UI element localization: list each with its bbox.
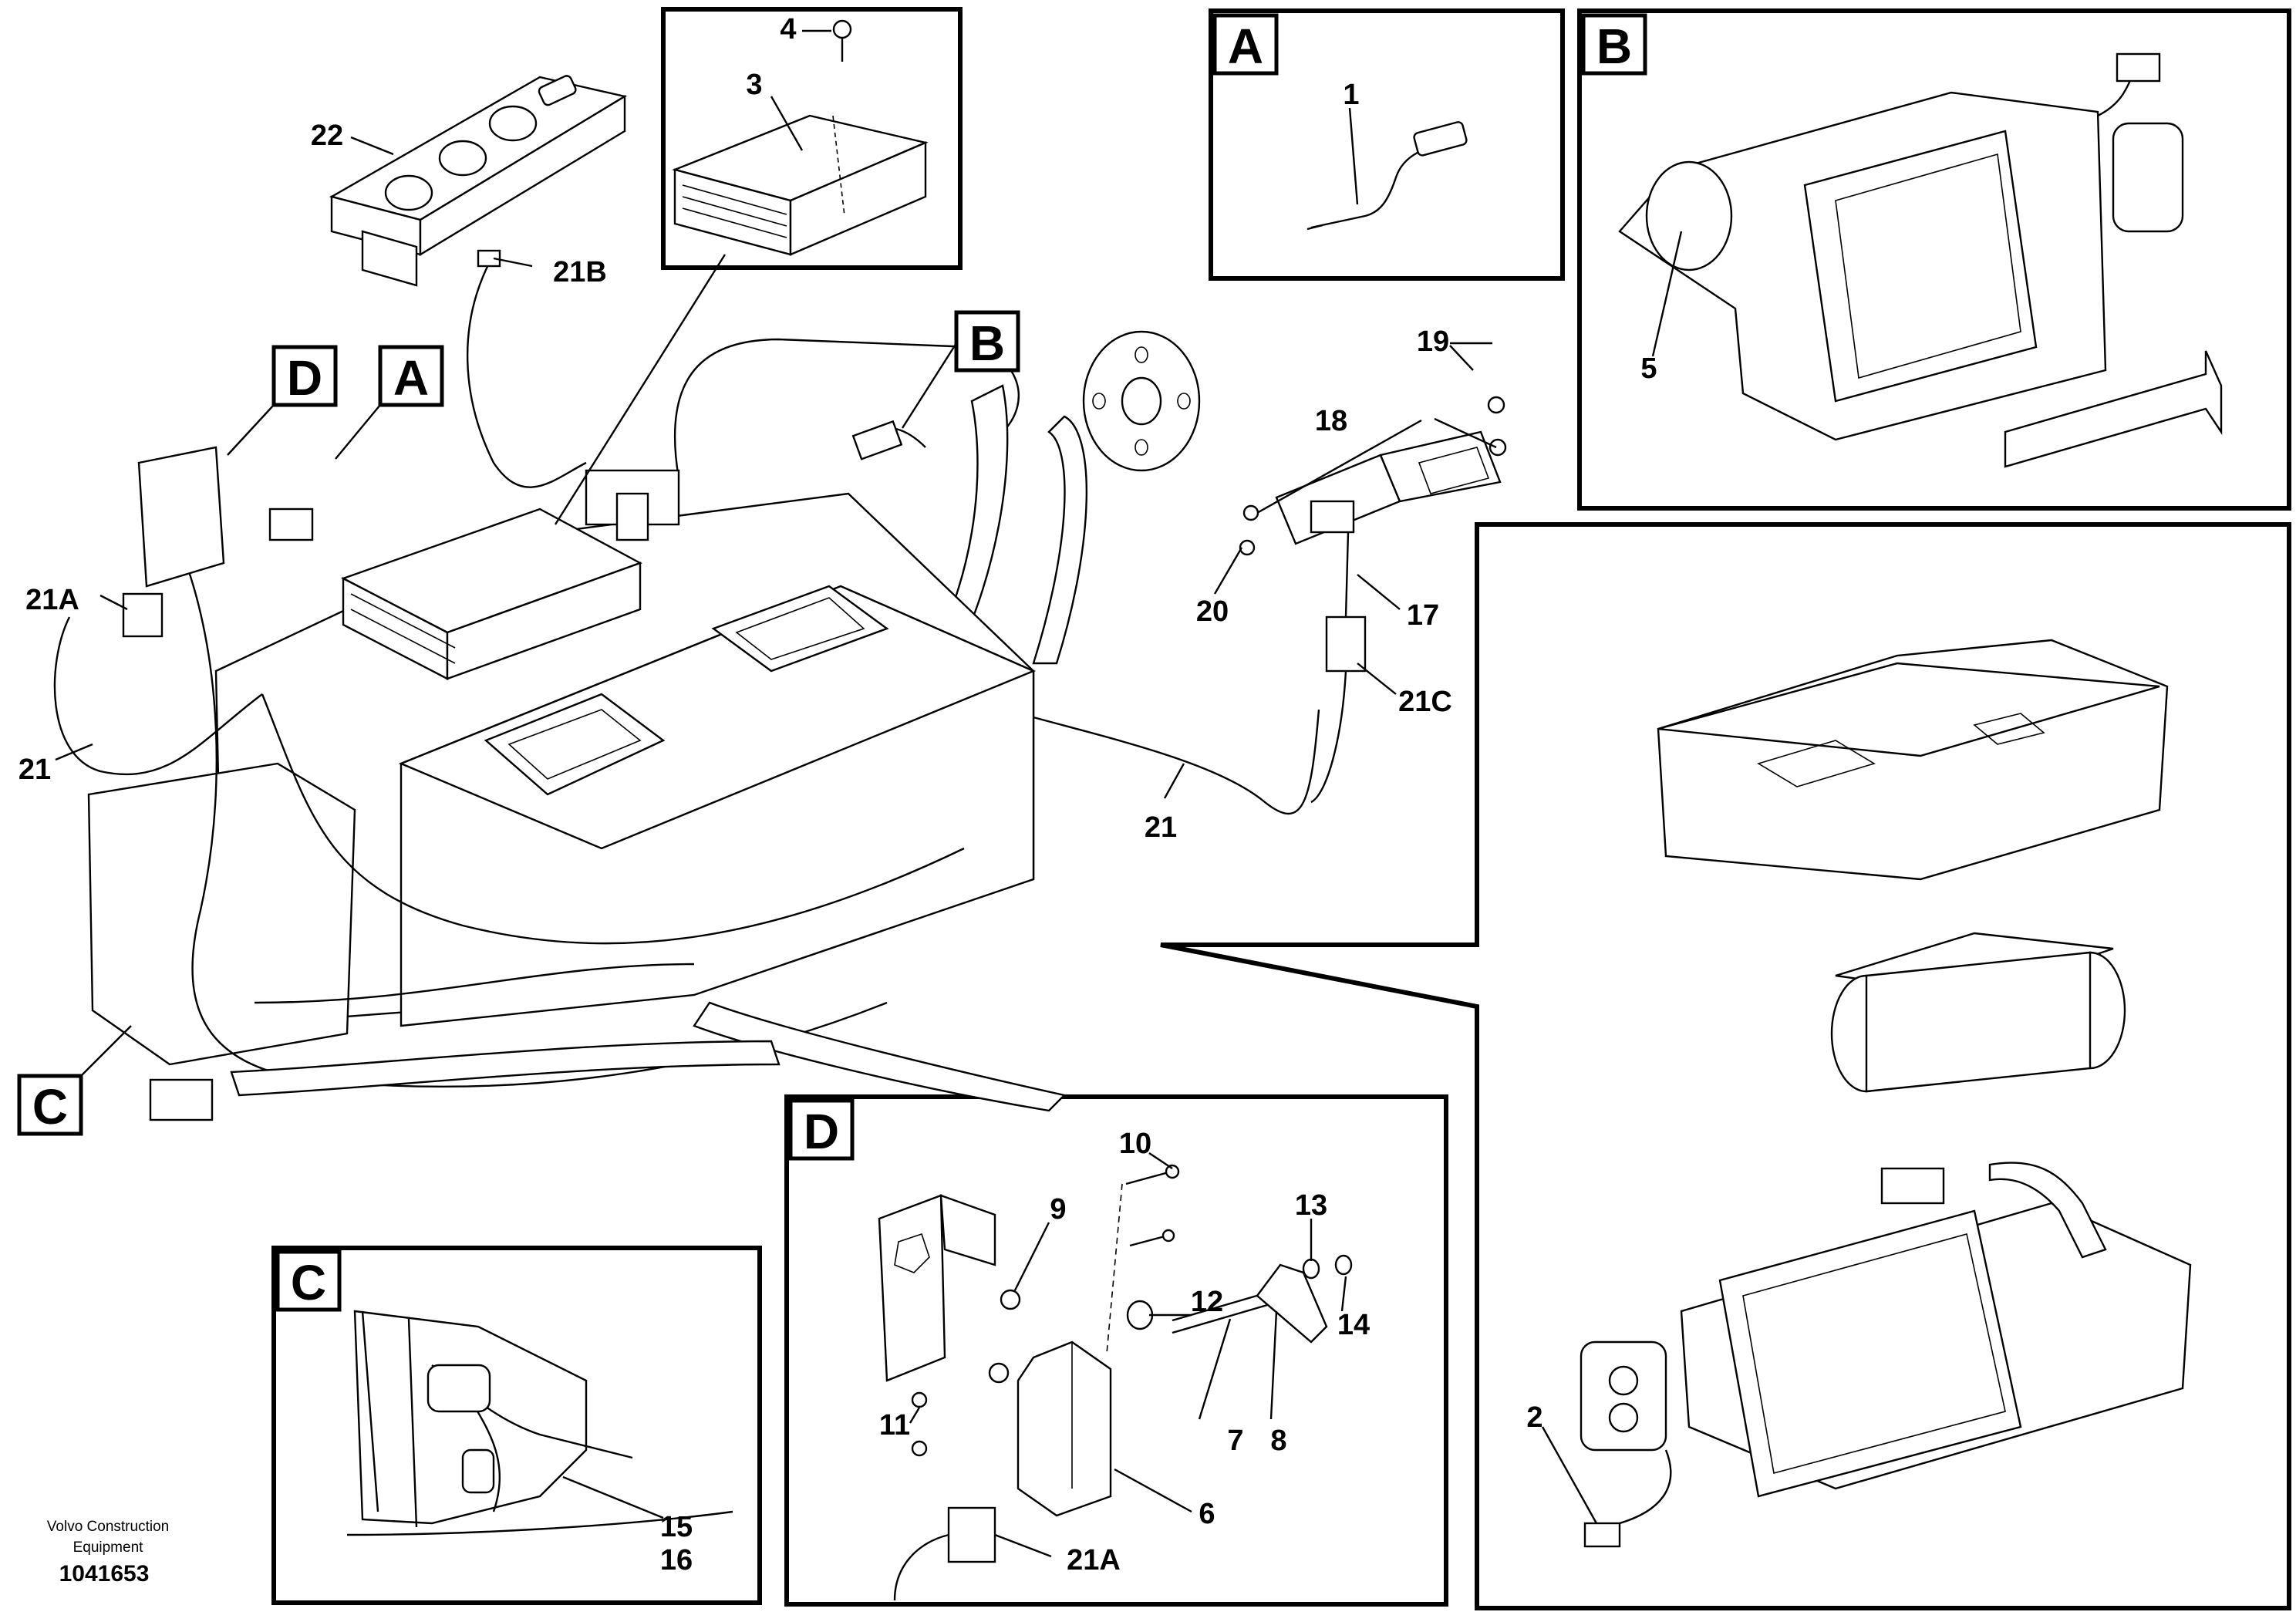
callout-9: 9: [1050, 1193, 1066, 1226]
duct-opening-right: [711, 585, 889, 673]
expansion-valve-main: [585, 469, 680, 541]
detail-frames: [271, 7, 2291, 1610]
blower-motor-assembly: [1830, 932, 2126, 1093]
main-hvac-assembly: [53, 254, 1320, 1121]
wiring-harness-main: [53, 616, 263, 776]
drawing-number: 1041653: [59, 1561, 150, 1587]
callout-8: 8: [1270, 1425, 1286, 1457]
callout-13: 13: [1295, 1189, 1327, 1222]
detail-tags: A B C D D A B C: [17, 13, 1647, 1312]
callout-6: 6: [1199, 1498, 1215, 1530]
detail-panel-17-20: [1239, 396, 1507, 804]
callout-7: 7: [1227, 1425, 1243, 1457]
tag-a-main: A: [335, 345, 444, 460]
relay-bracket-main: [122, 446, 225, 638]
svg-text:D: D: [804, 1104, 839, 1159]
heater-control-panel: [329, 75, 628, 287]
callout-2: 2: [1526, 1401, 1542, 1434]
connector-c-main: [149, 1078, 214, 1121]
screw-4: [832, 19, 852, 62]
svg-text:B: B: [969, 315, 1005, 371]
figure-caption: Volvo Construction Equipment 1041653: [47, 1519, 169, 1587]
callout-11: 11: [879, 1409, 910, 1442]
callout-labels: 1 2 3 4 5 6 7 8 9 10 11 12 13 14 15 16 1…: [19, 13, 1657, 1576]
heater-core-assembly: [1580, 1162, 2192, 1548]
callout-21a-detail: 21A: [1067, 1544, 1121, 1576]
callout-20: 20: [1196, 595, 1229, 628]
callout-21-left: 21: [19, 754, 51, 786]
leader-lines: [55, 29, 1683, 1558]
svg-text:D: D: [287, 350, 322, 406]
svg-text:C: C: [32, 1079, 68, 1135]
callout-4: 4: [780, 13, 796, 46]
callout-12: 12: [1191, 1286, 1223, 1318]
tag-d-detail: D: [788, 1098, 855, 1161]
callout-3: 3: [746, 69, 762, 101]
detail-c-frame: [271, 1246, 762, 1605]
detail-d-frame: [784, 1094, 1448, 1607]
callout-19: 19: [1417, 325, 1449, 358]
callout-5: 5: [1640, 352, 1657, 385]
callout-16: 16: [660, 1544, 693, 1576]
control-unit-main: [340, 508, 642, 680]
detail-d-content: [878, 1164, 1353, 1601]
callout-10: 10: [1119, 1128, 1151, 1160]
tag-d-main: D: [227, 345, 338, 456]
callout-15: 15: [660, 1511, 693, 1543]
detail-b-unit: [1618, 52, 2223, 468]
callout-21-center: 21: [1145, 811, 1177, 844]
brand-line-1: Volvo Construction: [47, 1519, 169, 1535]
tag-b-detail: B: [1581, 13, 1647, 76]
callout-21b: 21B: [553, 256, 607, 288]
connector-a-main: [268, 508, 314, 541]
vent-flange: [1082, 330, 1201, 472]
callout-21c: 21C: [1398, 686, 1452, 718]
svg-text:C: C: [291, 1255, 326, 1310]
brand-line-2: Equipment: [73, 1539, 144, 1556]
callout-22: 22: [311, 120, 343, 152]
detail-c-content: [346, 1310, 733, 1536]
detail-a-sensor: [1306, 121, 1468, 231]
callout-1: 1: [1343, 79, 1359, 111]
air-hose-loop: [673, 338, 1020, 479]
exploded-unit-frame: [1160, 522, 2291, 1610]
detail-b-frame: [1577, 8, 2291, 511]
callout-14: 14: [1337, 1309, 1370, 1341]
duct-opening-left: [484, 693, 666, 796]
svg-text:A: A: [1228, 19, 1263, 74]
connector-b-main: [851, 420, 903, 460]
tag-c-detail: C: [275, 1249, 342, 1312]
detail-a-frame: [1209, 8, 1565, 281]
svg-text:B: B: [1596, 19, 1632, 74]
svg-text:A: A: [393, 350, 429, 406]
callout-17: 17: [1407, 599, 1439, 632]
inset-control-unit: [672, 19, 929, 256]
callout-18: 18: [1315, 405, 1347, 437]
inset-control-unit-frame: [661, 7, 963, 270]
callout-21a-main: 21A: [25, 584, 79, 616]
exploded-hvac-parts: [1580, 639, 2192, 1548]
airflow-arrow: [2004, 350, 2223, 468]
blower-housing-left: [87, 762, 356, 1066]
tag-c-main: C: [17, 1025, 132, 1136]
tag-a-detail: A: [1212, 13, 1279, 76]
tag-b-main: B: [901, 310, 1020, 429]
